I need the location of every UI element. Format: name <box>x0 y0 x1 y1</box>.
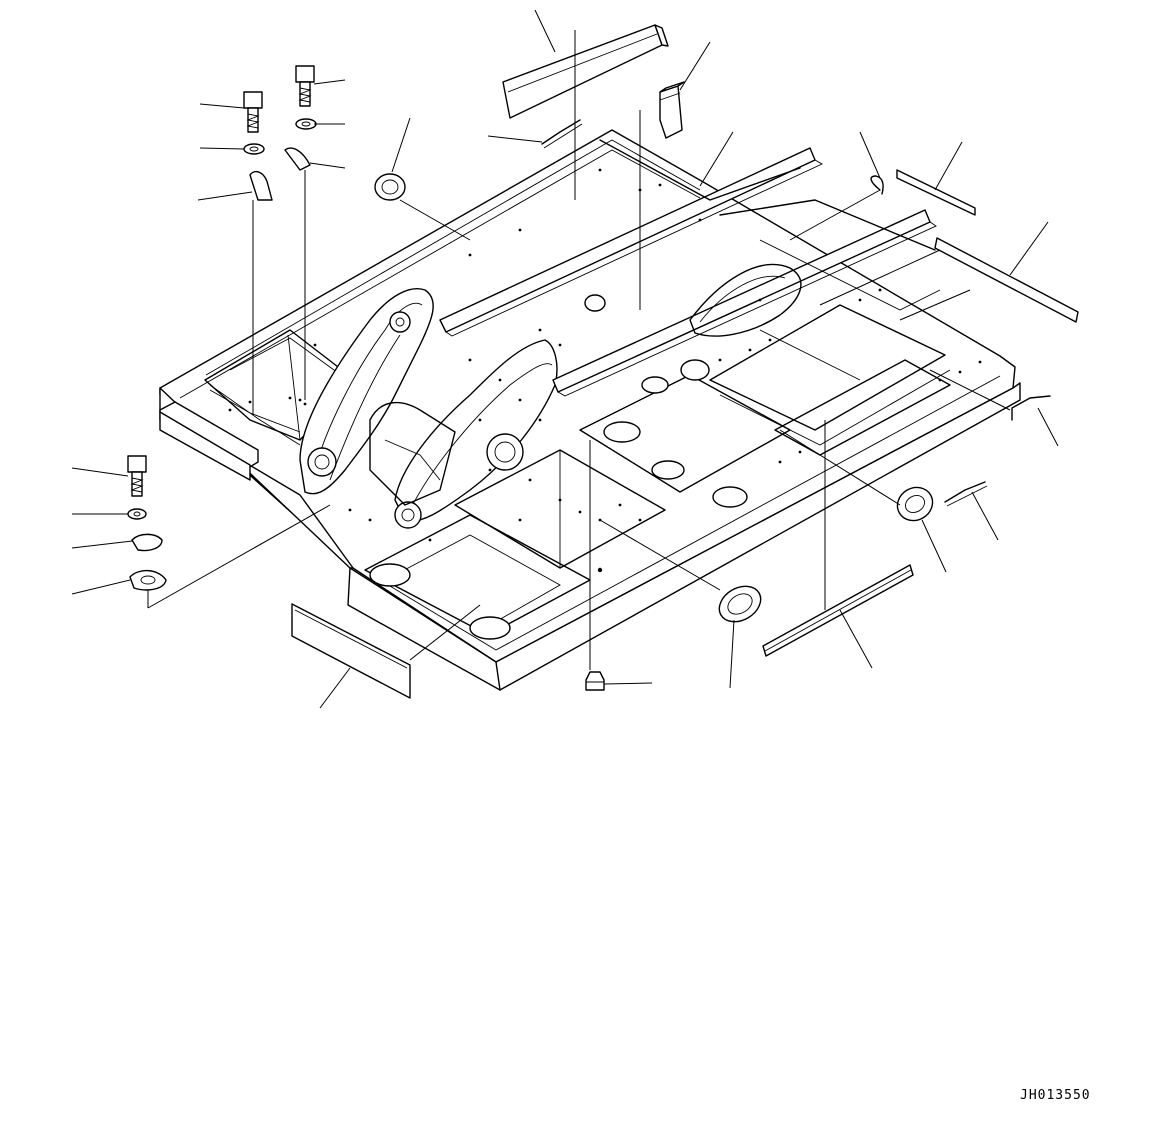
spacer-block <box>659 81 685 139</box>
center-box <box>369 401 456 506</box>
wire-clip-top <box>541 119 583 149</box>
frame-deck-top <box>159 129 1016 663</box>
wire-clip-right <box>944 481 988 507</box>
wire-clip-far-right <box>1011 395 1051 421</box>
deck-hole-2 <box>651 460 685 480</box>
deck-hole-3 <box>712 486 748 508</box>
leader-lines <box>71 9 1059 709</box>
bolt-2 <box>295 65 315 107</box>
deck-hole-6 <box>584 294 606 312</box>
bolt-1 <box>243 91 263 133</box>
drain-plug <box>585 671 605 691</box>
bolt-3 <box>127 455 147 497</box>
cover-plate-small <box>131 533 163 552</box>
cover-plate-top <box>502 24 669 119</box>
rear-cover-plate <box>291 603 411 699</box>
deck-hole-1 <box>603 421 641 443</box>
revolving-frame <box>159 129 1021 691</box>
drawing-code-label: JH013550 <box>1020 1088 1091 1103</box>
deck-hole-7 <box>641 376 669 394</box>
boom-foot-boss-right <box>394 501 422 529</box>
frame-inner-loop <box>689 263 802 337</box>
boom-foot-plate-left <box>299 288 434 495</box>
floor-panel-rear <box>454 449 666 569</box>
boom-foot-boss-left <box>307 447 337 477</box>
lock-plate-1 <box>249 170 273 201</box>
hook-clip <box>870 175 884 195</box>
seal-strip-2 <box>934 237 1079 323</box>
seal-strip-1 <box>896 169 976 216</box>
frame-side-plate-left <box>159 387 354 569</box>
grommet-3 <box>718 585 762 623</box>
boom-foot-plate-right <box>394 339 558 522</box>
grommet-2 <box>896 486 934 522</box>
right-compartment-2 <box>774 359 951 456</box>
deck-hole-5 <box>469 616 511 640</box>
right-compartment-1 <box>709 304 946 431</box>
washer-2 <box>295 118 317 130</box>
deck-hole-8 <box>680 359 710 381</box>
frame-bolt-holes <box>228 168 982 573</box>
seal-strip-3 <box>762 564 914 657</box>
center-swivel-hole <box>486 433 524 471</box>
washer-3 <box>127 508 147 520</box>
grommet-1 <box>374 173 406 201</box>
lock-plate-2 <box>284 147 311 171</box>
washer-1 <box>243 143 265 155</box>
deck-hole-4 <box>369 563 411 587</box>
gasket-plate <box>129 569 167 591</box>
